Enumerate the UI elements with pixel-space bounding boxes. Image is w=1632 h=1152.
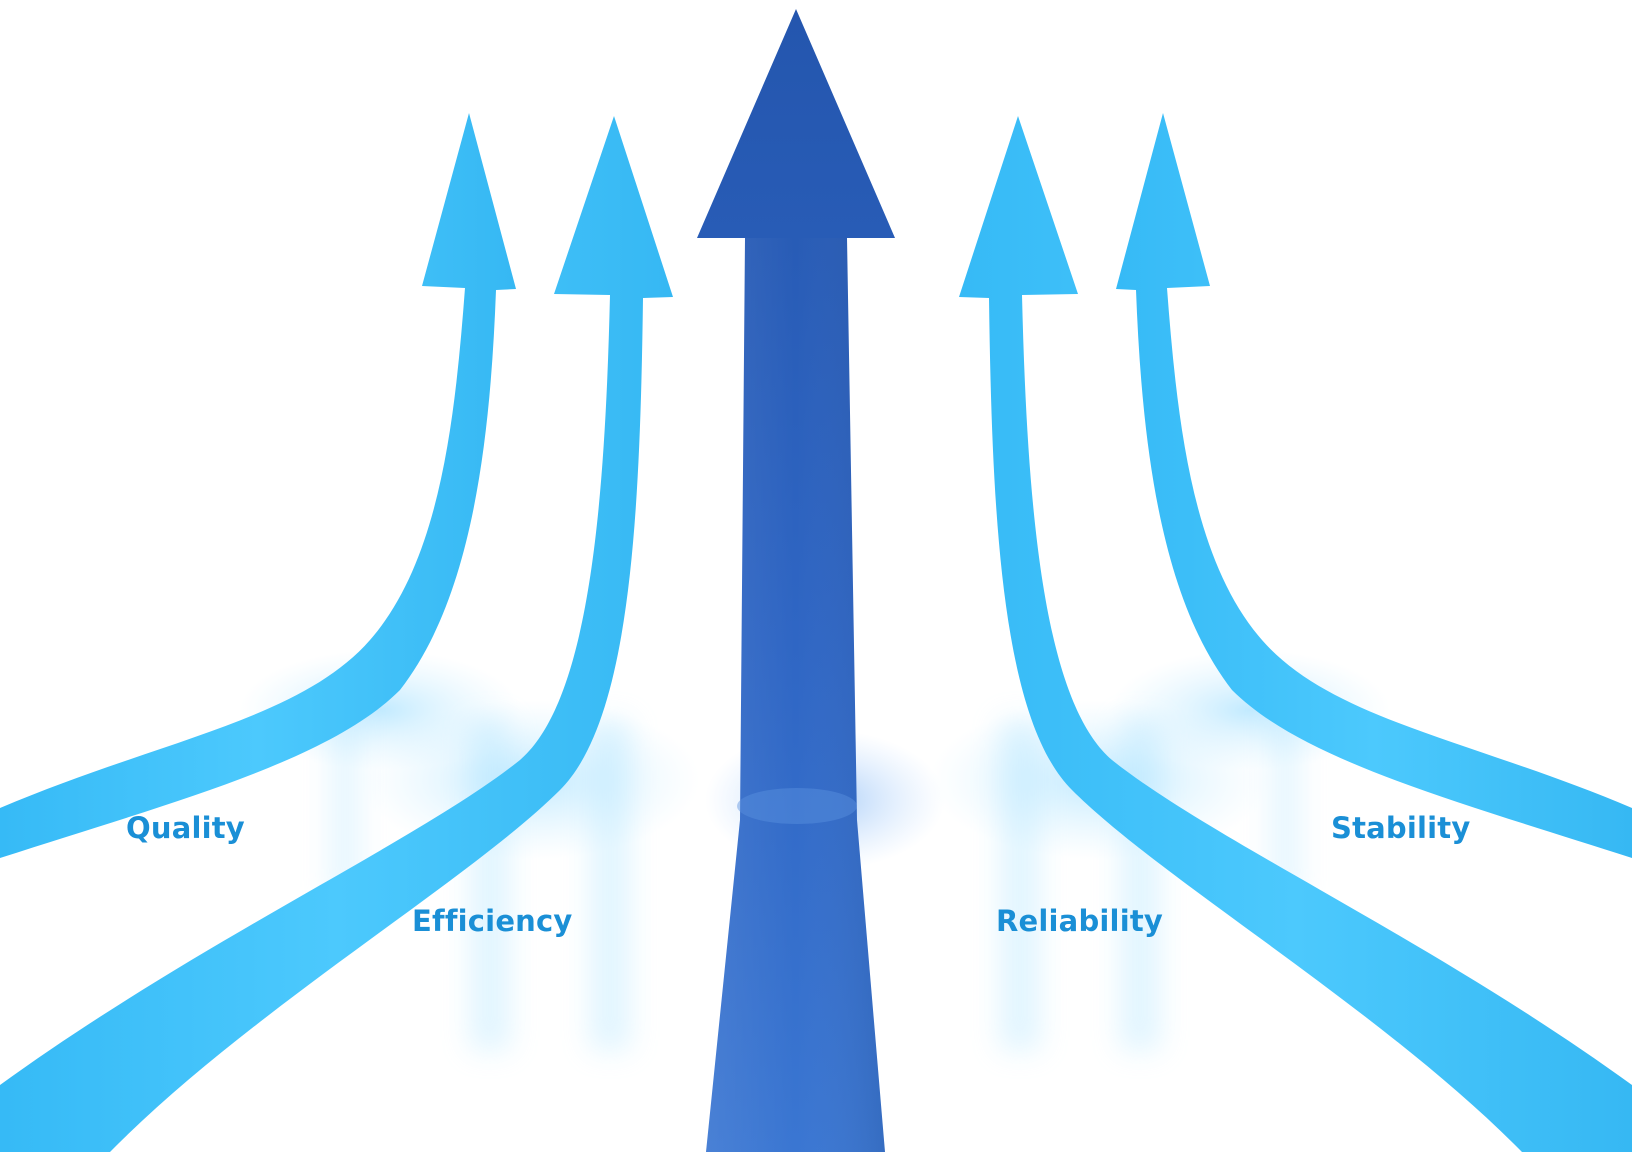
curved-arrow-up-icon — [0, 116, 673, 1152]
label-quality: Quality — [126, 811, 245, 845]
arrow-up-icon — [697, 9, 895, 1152]
label-stability: Stability — [1331, 811, 1471, 845]
curved-arrow-up-icon — [959, 116, 1632, 1152]
floor-reflections — [240, 650, 1390, 1050]
curved-arrow-up-icon — [1116, 113, 1632, 858]
curved-arrow-up-icon — [0, 113, 516, 858]
label-efficiency: Efficiency — [412, 904, 573, 938]
label-reliability: Reliability — [996, 904, 1163, 938]
